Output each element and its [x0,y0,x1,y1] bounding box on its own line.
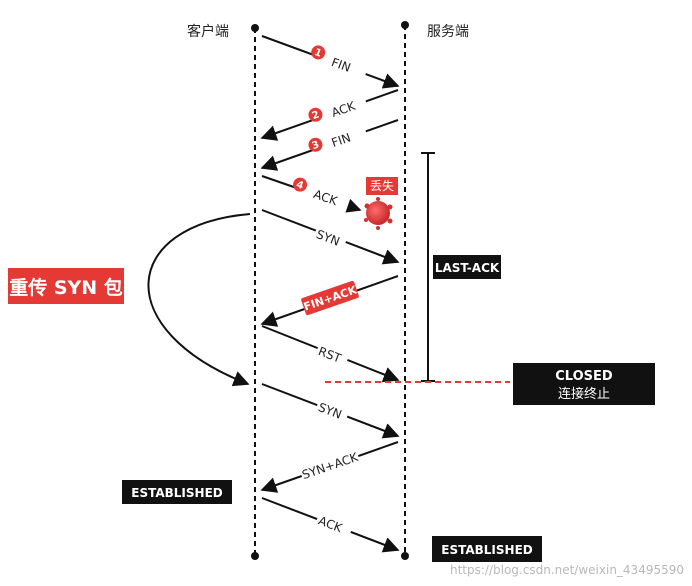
server-lifeline [401,21,409,560]
step-number: 1 [313,47,323,60]
retransmit-curve [147,213,251,387]
last-ack-label: LAST-ACK [435,261,500,275]
client-established-label: ESTABLISHED [131,486,223,500]
msg-label: FIN [329,55,352,75]
server-established-box: ESTABLISHED [432,536,542,562]
msg-label: SYN+ACK [300,450,361,483]
step-badge-4 [293,177,308,192]
step-badge-1 [311,45,326,60]
server-established-label: ESTABLISHED [441,543,533,557]
step-badge-3 [308,137,323,152]
watermark: https://blog.csdn.net/weixin_43495590 [450,563,684,577]
lost-packet: 丢失 [364,177,398,230]
retransmit-label: 重传 SYN 包 [9,276,123,299]
lost-tag [366,177,398,195]
msg-label: FIN [330,130,353,150]
lost-burst-icon [364,197,393,230]
step-number: 2 [311,109,321,122]
last-ack-bracket: LAST-ACK [421,152,501,382]
step-number: 3 [311,139,321,152]
step-badge-2 [308,107,323,122]
client-header: 客户端 [187,23,229,40]
client-lifeline [251,24,259,560]
closed-line1: CLOSED [555,369,613,384]
lost-tag-text: 丢失 [370,178,394,193]
step-number: 4 [295,179,305,192]
retransmit-label-box: 重传 SYN 包 [8,268,124,304]
closed-box: CLOSED 连接终止 [513,363,655,405]
closed-line2: 连接终止 [558,386,610,402]
client-established-box: ESTABLISHED [122,480,232,504]
server-header: 服务端 [427,24,469,40]
message-labels: 1 FIN 2 ACK 3 FIN 4 ACK SYN FIN+ACK [293,45,369,541]
msg-label: FIN+ACK [302,283,359,313]
